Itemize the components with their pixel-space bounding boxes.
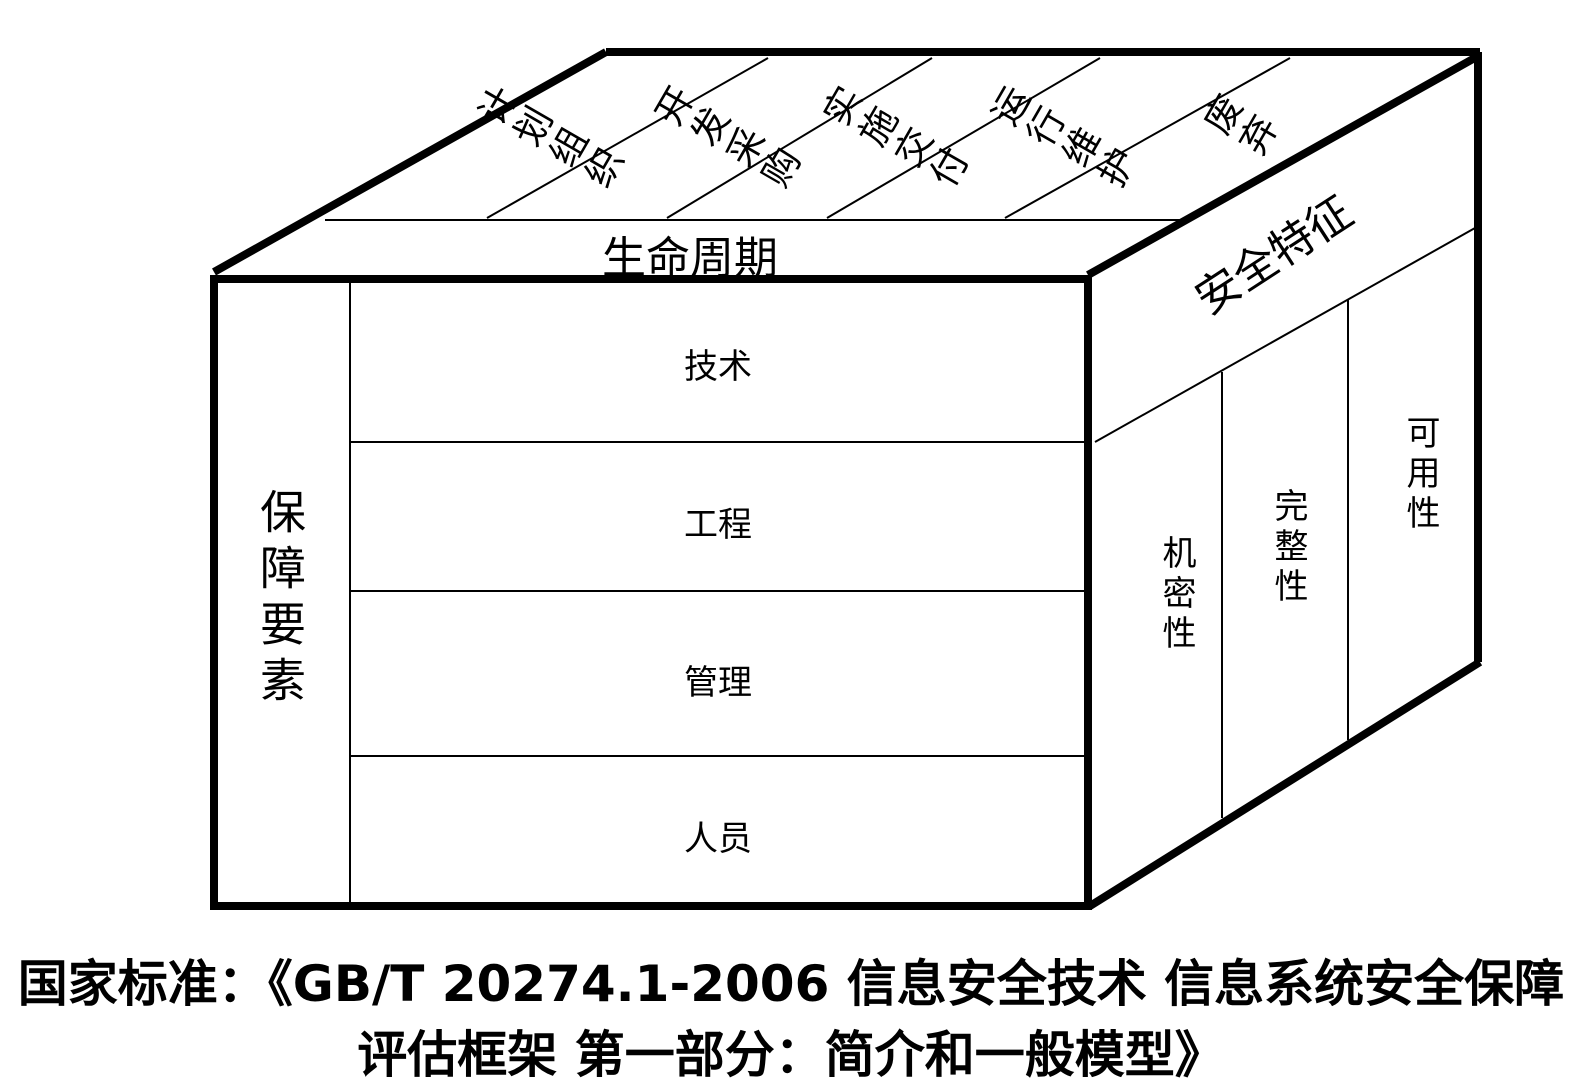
phase-label: 废弃 [1193,89,1286,167]
right-face [1094,227,1476,818]
feature-label: 机密性 [1156,535,1196,655]
source-caption-line1: 国家标准：《GB/T 20274.1-2006 信息安全技术 信息系统安全保障 [17,955,1565,1013]
element-label: 人员 [684,819,752,859]
top-right-edge [1086,51,1482,279]
element-label: 工程 [684,505,752,545]
feature-label: 可用性 [1400,415,1440,535]
front-face-title: 保障要素 [253,488,307,712]
phase-label: 运行维护 [981,80,1145,200]
feature-label: 完整性 [1268,488,1308,608]
element-label: 管理 [684,663,752,703]
phase-divider [1004,57,1291,219]
source-caption-line2: 评估框架 第一部分：简介和一般模型》 [357,1026,1225,1084]
right-face-features: 机密性 完整性 可用性 [1156,415,1440,655]
right-bottom-edge [1087,658,1483,910]
front-face-border [210,275,1092,910]
phase-divider [486,57,769,219]
element-label: 技术 [684,347,752,387]
front-face [349,282,1088,902]
top-face-phases: 计划组织 开发采购 实施交付 运行维护 废弃 [468,80,1286,200]
phase-divider [666,57,933,219]
top-left-edge [212,48,608,276]
right-title-band-line [1094,227,1476,443]
phase-label: 实施交付 [813,80,977,199]
security-assurance-cube: 计划组织 开发采购 实施交付 运行维护 废弃 生命周期 安全特征 机密性 完整性… [210,48,1483,910]
cube-outline [210,48,1483,910]
front-face-elements: 技术 工程 管理 人员 [684,347,752,859]
phase-divider [826,57,1101,219]
top-face [325,57,1291,221]
